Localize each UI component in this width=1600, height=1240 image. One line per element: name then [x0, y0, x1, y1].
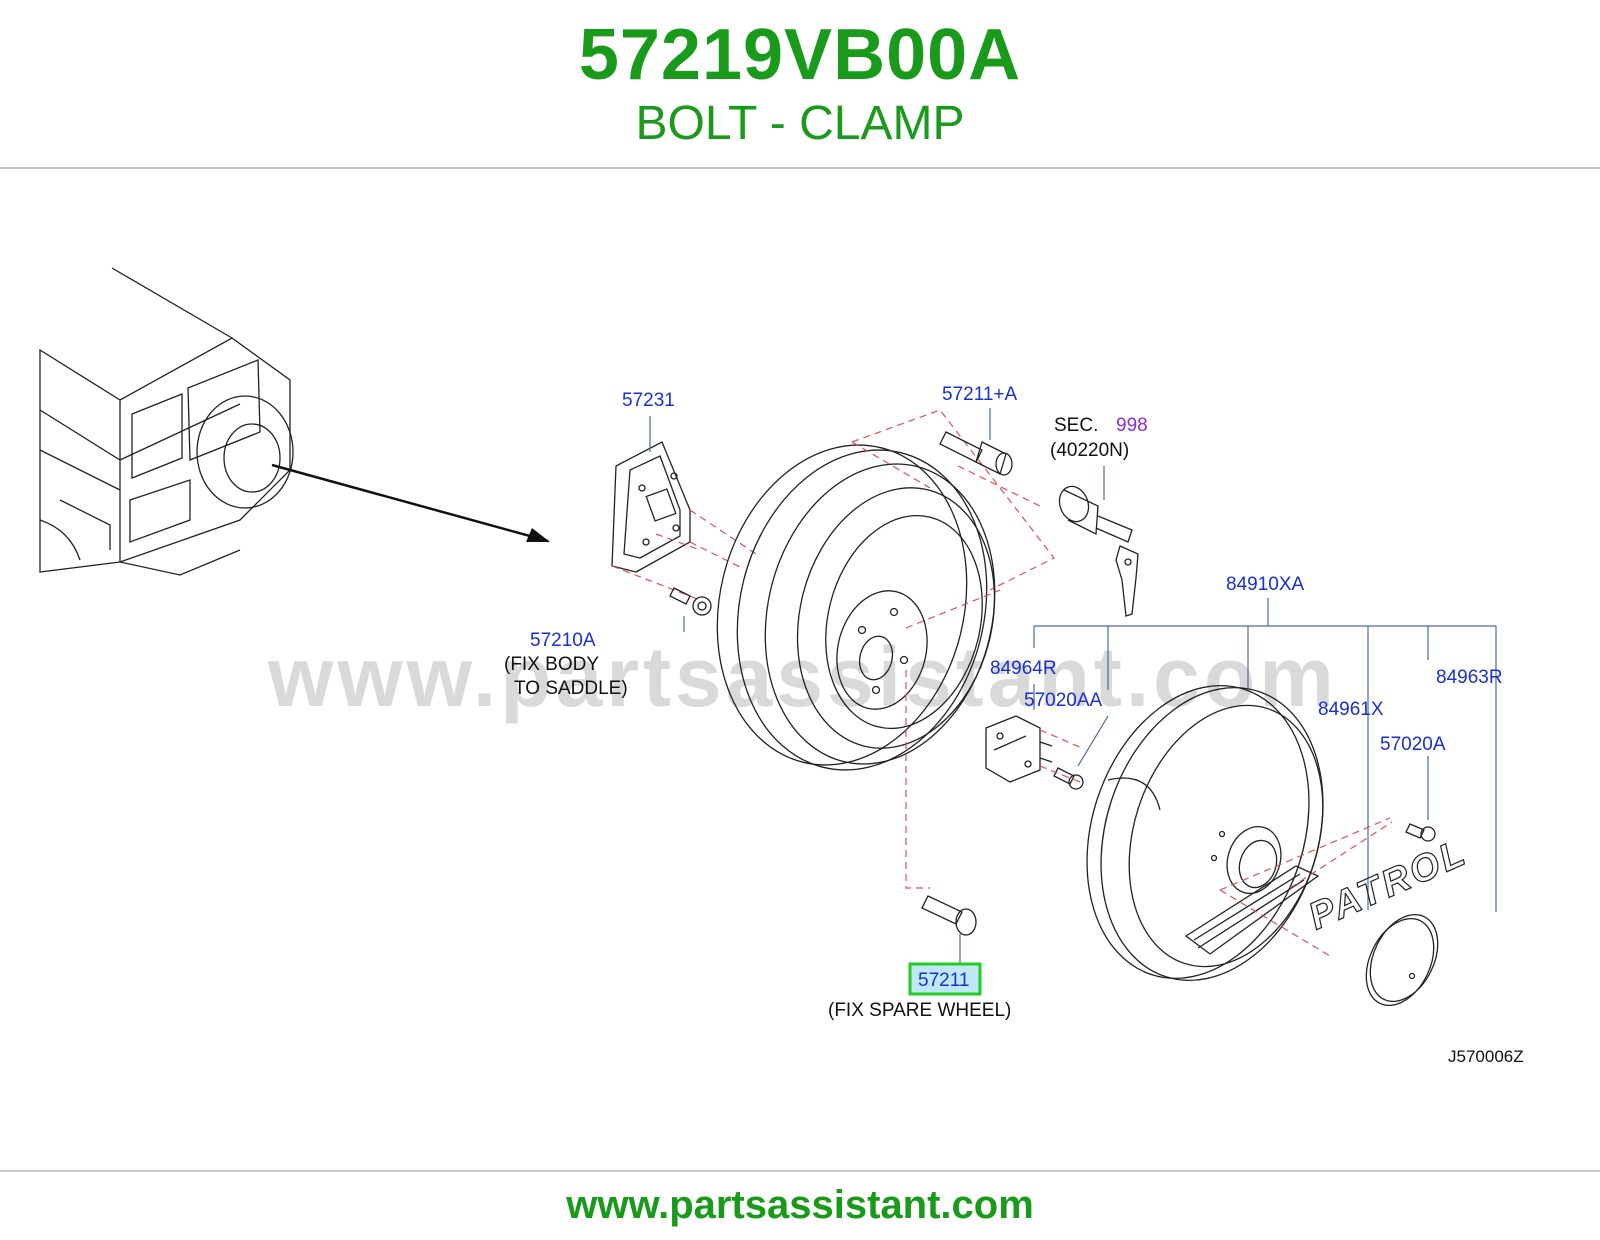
watermark-text: www.partsassistant.com	[267, 630, 1338, 724]
footer-divider	[0, 1170, 1600, 1172]
label-57210A: 57210A	[530, 630, 596, 651]
dashed-leaders-bracket	[1039, 729, 1083, 783]
label-sec-number: 998	[1116, 415, 1148, 436]
label-sec-ref: (40220N)	[1050, 440, 1129, 461]
page-header: 57219VB00A BOLT - CLAMP	[0, 0, 1600, 168]
label-84910XA: 84910XA	[1226, 574, 1305, 595]
spare-wheel-tire	[716, 444, 996, 771]
saddle-bracket-57231	[611, 441, 691, 573]
bolt-57210A	[669, 587, 712, 616]
label-84961X: 84961X	[1318, 699, 1384, 720]
highlight-box-57211	[908, 962, 982, 996]
pointer-arrow-head	[526, 528, 550, 542]
pointer-arrow-line	[271, 463, 549, 543]
footer-website-link[interactable]: www.partsassistant.com	[566, 1183, 1034, 1227]
bolt-57211	[921, 895, 977, 936]
label-57211-highlighted[interactable]: 57211	[918, 970, 969, 991]
label-57020AA: 57020AA	[1024, 690, 1103, 711]
parts-diagram-svg: www.partsassistant.com	[39, 267, 1524, 1066]
leader-tree-84910XA	[1033, 598, 1497, 912]
dashed-leader-spare-bolt	[905, 670, 930, 889]
part-number-title: 57219VB00A	[578, 15, 1022, 95]
part-description: BOLT - CLAMP	[635, 97, 965, 150]
dashed-leaders-upper	[851, 409, 1055, 629]
parts-diagram: www.partsassistant.com	[0, 170, 1600, 1168]
label-to-saddle: TO SADDLE)	[514, 678, 628, 699]
label-84964R: 84964R	[990, 658, 1057, 679]
label-57020A: 57020A	[1380, 734, 1446, 755]
label-57231: 57231	[622, 390, 675, 411]
bolt-57211A	[939, 431, 1013, 476]
patrol-emblem: PATROL	[1303, 831, 1474, 938]
spare-tire-cover-84961X	[1086, 684, 1324, 982]
diagram-code: J570006Z	[1448, 1047, 1524, 1066]
label-84963R: 84963R	[1436, 667, 1503, 688]
dashed-leaders-saddle	[611, 509, 757, 601]
bolt-57020AA	[1053, 767, 1084, 790]
header-divider	[0, 167, 1600, 169]
vehicle-rear-sketch	[39, 267, 294, 576]
emblem-cap-84963R	[1365, 913, 1439, 1007]
dashed-leaders-cover	[1219, 817, 1393, 957]
label-fix-spare-wheel: (FIX SPARE WHEEL)	[828, 1000, 1011, 1021]
label-sec: SEC.	[1054, 415, 1098, 436]
label-fix-body: (FIX BODY	[504, 654, 599, 675]
bolt-57020A	[1405, 823, 1436, 842]
lock-cylinder-with-key	[1058, 485, 1139, 617]
label-57211A: 57211+A	[942, 384, 1018, 405]
cover-bracket-84964R	[985, 715, 1053, 783]
